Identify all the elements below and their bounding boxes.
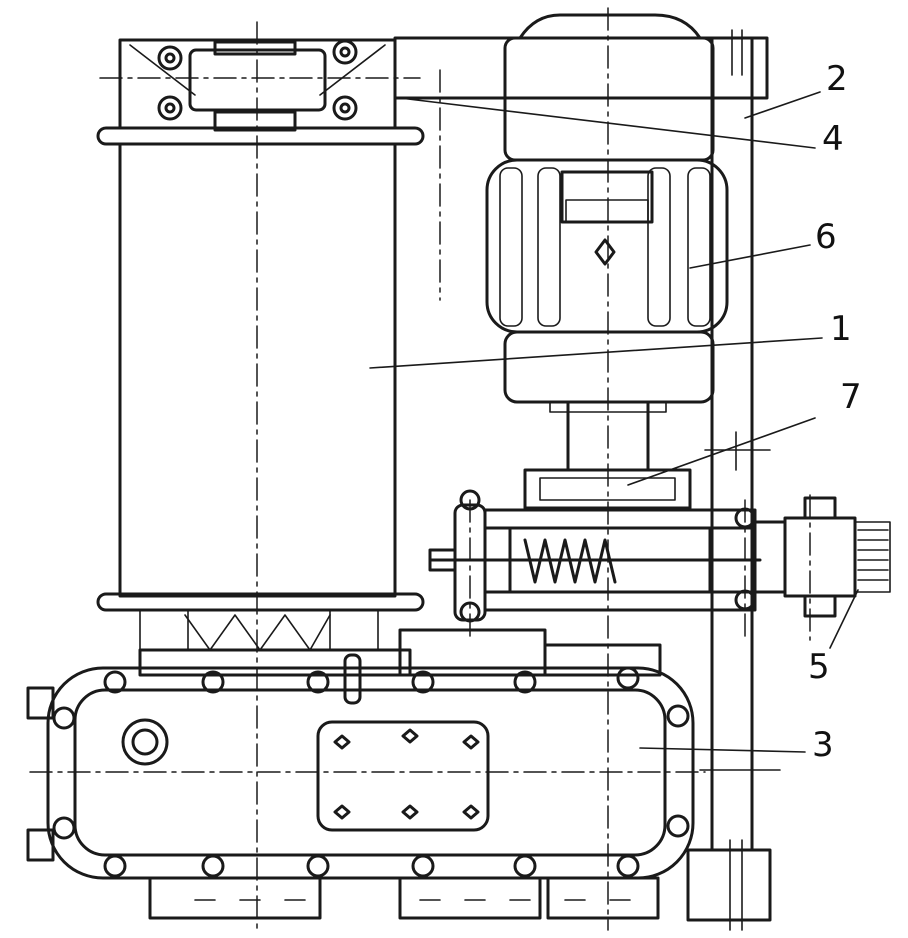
frame bbox=[393, 29, 781, 931]
leader-lines bbox=[369, 91, 859, 753]
label-4: 4 bbox=[822, 119, 844, 159]
label-1: 1 bbox=[830, 309, 852, 349]
callout-labels: 2 4 6 1 7 5 3 bbox=[808, 59, 862, 765]
motor bbox=[485, 13, 729, 472]
gearbox bbox=[26, 628, 695, 920]
label-2: 2 bbox=[826, 59, 848, 99]
brake bbox=[428, 489, 891, 623]
label-7: 7 bbox=[840, 377, 862, 417]
drum bbox=[96, 126, 425, 651]
centerlines bbox=[29, 7, 811, 931]
label-3: 3 bbox=[812, 725, 834, 765]
label-6: 6 bbox=[815, 217, 837, 257]
label-5: 5 bbox=[808, 647, 830, 687]
